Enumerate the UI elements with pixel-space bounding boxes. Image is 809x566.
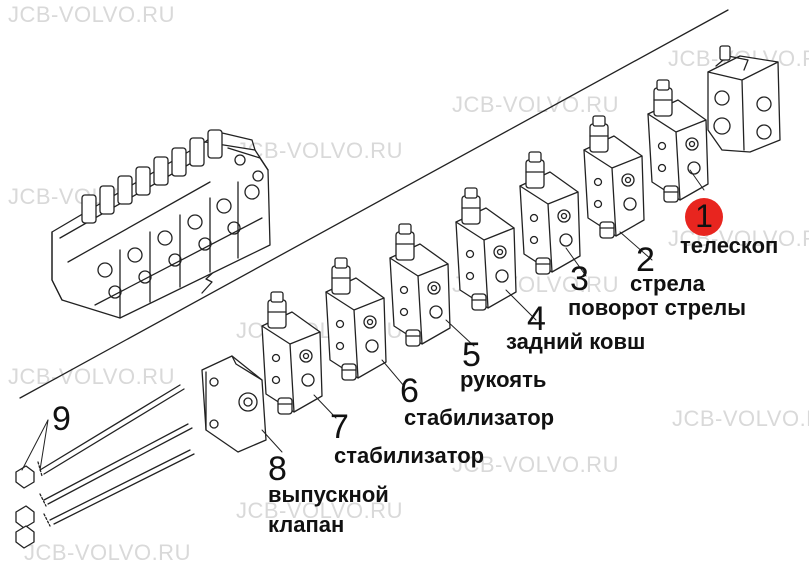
highlight-dot xyxy=(685,198,723,236)
section-2 xyxy=(583,115,645,239)
callout-number-4: 4 xyxy=(527,300,546,338)
callout-number-9: 9 xyxy=(52,400,71,438)
callout-label-7: стабилизатор xyxy=(334,443,485,468)
end-cover-block xyxy=(201,355,267,453)
tie-rods xyxy=(15,384,195,549)
callout-label-5: рукоять xyxy=(460,367,547,392)
assembled-valve-bank xyxy=(51,129,271,319)
callout-number-8: 8 xyxy=(268,450,287,488)
watermark: JCB-VOLVO.RU xyxy=(236,498,403,523)
watermark: JCB-VOLVO.RU xyxy=(452,92,619,117)
watermark: JCB-VOLVO.RU xyxy=(8,2,175,27)
callout-number-7: 7 xyxy=(330,408,349,446)
callout-label-8-line1: выпускной xyxy=(268,482,389,507)
watermark: JCB-VOLVO.RU xyxy=(452,452,619,477)
callout-number-3: 3 xyxy=(570,260,589,298)
watermark: JCB-VOLVO.RU xyxy=(236,138,403,163)
watermark: JCB-VOLVO.RU xyxy=(672,406,809,431)
exploded-sections xyxy=(261,79,709,415)
section-5 xyxy=(389,223,451,347)
inlet-section xyxy=(707,45,781,153)
callout-number-6: 6 xyxy=(400,372,419,410)
leader-lines xyxy=(21,169,705,471)
callout-number-2: 2 xyxy=(636,241,655,279)
callout-label-6: стабилизатор xyxy=(404,405,555,430)
callout-label-2: стрела xyxy=(630,271,705,296)
callout-number-5: 5 xyxy=(462,336,481,374)
section-3 xyxy=(519,151,581,275)
section-4 xyxy=(455,187,517,311)
watermark: JCB-VOLVO.RU xyxy=(8,364,175,389)
callout-label-4: задний ковш xyxy=(506,329,646,354)
section-6 xyxy=(325,257,387,381)
callout-label-1: телескоп xyxy=(680,233,779,258)
callout-number-1: 1 xyxy=(695,198,713,234)
callout-label-8-line2: клапан xyxy=(268,512,345,537)
callout-label-3: поворот стрелы xyxy=(568,295,747,320)
section-7 xyxy=(261,291,323,415)
